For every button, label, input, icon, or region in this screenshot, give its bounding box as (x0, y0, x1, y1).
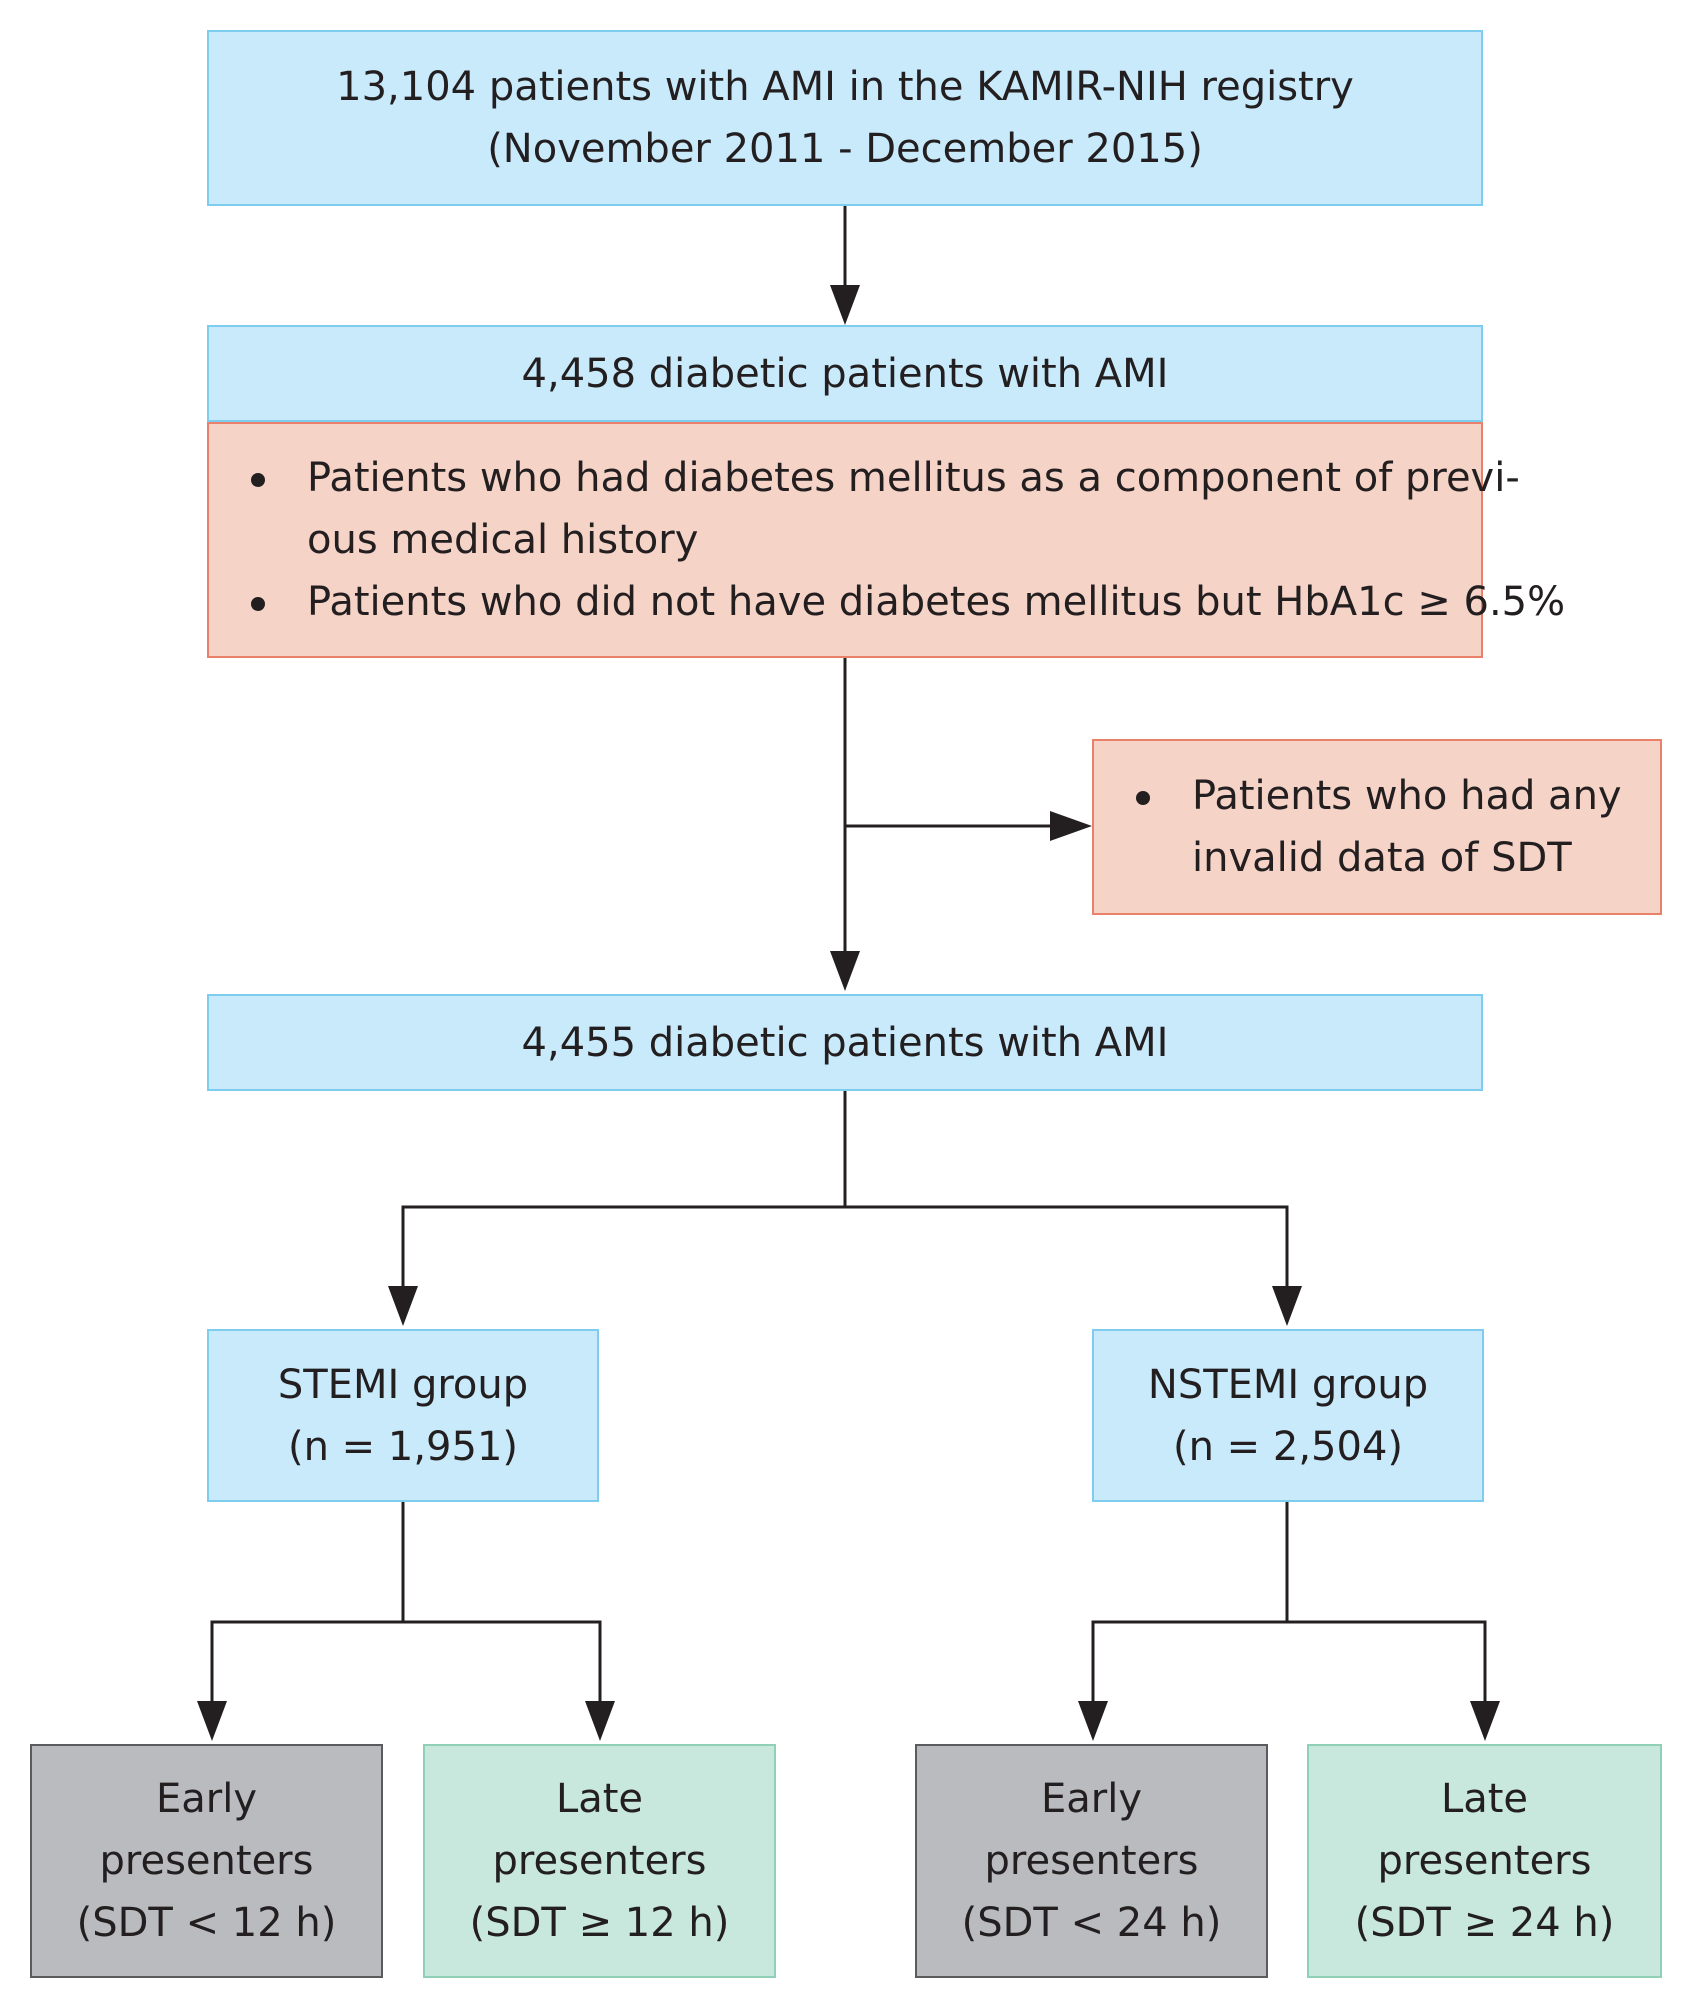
stemi-early-presenters-box: Early presenters (SDT < 12 h) (30, 1744, 383, 1978)
connector-split-groups (401, 1091, 847, 1290)
nstemi-late-line-2: presenters (1377, 1838, 1592, 1884)
stemi-early-line-1: Early (155, 1776, 257, 1822)
nstemi-early-line-2: presenters (984, 1838, 1199, 1884)
arrow-to-nstemi-late (1470, 1701, 1500, 1741)
nstemi-group-box: NSTEMI group (n = 2,504) (1092, 1329, 1484, 1502)
stemi-early-line-2: presenters (99, 1838, 314, 1884)
stemi-late-presenters-box: Late presenters (SDT ≥ 12 h) (423, 1744, 776, 1978)
arrow-to-diabetic-final (830, 951, 860, 991)
registry-line-2: (November 2011 - December 2015) (487, 126, 1203, 172)
arrow-to-stemi-early (197, 1701, 227, 1741)
stemi-group-title: STEMI group (277, 1361, 529, 1408)
stemi-late-line-2: presenters (492, 1838, 707, 1884)
exclusion-box: Patients who had any invalid data of SDT (1092, 739, 1662, 915)
stemi-early-line-3: (SDT < 12 h) (76, 1900, 337, 1946)
arrow-to-nstemi-early (1078, 1701, 1108, 1741)
registry-box: 13,104 patients with AMI in the KAMIR-NI… (207, 30, 1483, 206)
stemi-group-box: STEMI group (n = 1,951) (207, 1329, 599, 1502)
connector-split-groups-right (845, 1205, 1289, 1290)
inclusion-item-2: Patients who did not have diabetes melli… (209, 571, 1566, 633)
exclusion-line-2: invalid data of SDT (1192, 835, 1572, 881)
arrow-to-stemi-late (585, 1701, 615, 1741)
inclusion-criteria-box: Patients who had diabetes mellitus as a … (207, 422, 1566, 658)
nstemi-early-line-3: (SDT < 24 h) (961, 1900, 1222, 1946)
exclusion-item: Patients who had any invalid data of SDT (1094, 765, 1660, 889)
arrow-to-exclusion (1050, 811, 1092, 841)
nstemi-early-presenters-box: Early presenters (SDT < 24 h) (915, 1744, 1268, 1978)
nstemi-early-line-1: Early (1040, 1776, 1142, 1822)
nstemi-group-count: (n = 2,504) (1172, 1423, 1404, 1470)
registry-line-1: 13,104 patients with AMI in the KAMIR-NI… (336, 64, 1354, 110)
arrow-top-to-diabetic (830, 285, 860, 325)
inclusion-item-1-line-2: ous medical history (307, 517, 699, 563)
diabetic-initial-box: 4,458 diabetic patients with AMI (207, 325, 1483, 422)
arrow-to-nstemi (1272, 1286, 1302, 1326)
nstemi-late-presenters-box: Late presenters (SDT ≥ 24 h) (1307, 1744, 1662, 1978)
connector-stemi-split-right (403, 1620, 602, 1705)
connector-nstemi-split (1091, 1502, 1289, 1705)
diabetic-initial-label: 4,458 diabetic patients with AMI (521, 350, 1169, 397)
diabetic-final-label: 4,455 diabetic patients with AMI (521, 1019, 1169, 1066)
stemi-late-line-3: (SDT ≥ 12 h) (469, 1900, 730, 1946)
stemi-late-line-1: Late (555, 1776, 644, 1822)
nstemi-late-line-1: Late (1440, 1776, 1529, 1822)
connector-nstemi-split-right (1287, 1620, 1487, 1705)
exclusion-line-1: Patients who had any (1192, 773, 1622, 819)
nstemi-group-title: NSTEMI group (1147, 1361, 1429, 1408)
diabetic-final-box: 4,455 diabetic patients with AMI (207, 994, 1483, 1091)
inclusion-item-2-text: Patients who did not have diabetes melli… (307, 579, 1566, 625)
connector-stemi-split (210, 1502, 405, 1705)
stemi-group-count: (n = 1,951) (287, 1423, 519, 1470)
nstemi-late-line-3: (SDT ≥ 24 h) (1354, 1900, 1615, 1946)
inclusion-item-1: Patients who had diabetes mellitus as a … (209, 447, 1520, 571)
inclusion-item-1-line-1: Patients who had diabetes mellitus as a … (307, 455, 1520, 501)
arrow-to-stemi (388, 1286, 418, 1326)
